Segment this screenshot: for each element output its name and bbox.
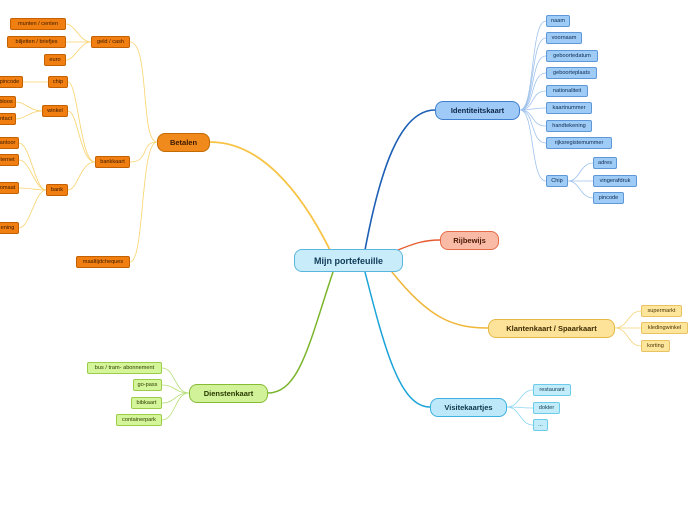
leaf-dokter[interactable]: dokter bbox=[533, 402, 560, 414]
leaf-ternet[interactable]: ternet bbox=[0, 154, 19, 166]
leaf-geld-cash[interactable]: geld / cash bbox=[91, 36, 130, 48]
leaf-bibkaart[interactable]: bibkaart bbox=[131, 397, 162, 409]
leaf-containerpark[interactable]: containerpark bbox=[116, 414, 162, 426]
leaf-adres[interactable]: adres bbox=[593, 157, 617, 169]
leaf-nationaliteit[interactable]: nationaliteit bbox=[546, 85, 588, 97]
leaf-ellipsis[interactable]: ... bbox=[533, 419, 548, 431]
leaf-kaartnummer[interactable]: kaartnummer bbox=[546, 102, 592, 114]
leaf-biljetten[interactable]: biljetten / briefjes bbox=[7, 36, 66, 48]
leaf-kledingwinkel[interactable]: kledingwinkel bbox=[641, 322, 688, 334]
leaf-bloos[interactable]: bloos bbox=[0, 96, 16, 108]
leaf-rijksregistemummer[interactable]: rijksregistemummer bbox=[546, 137, 612, 149]
leaf-pincode[interactable]: pincode bbox=[0, 76, 23, 88]
link-root-klanten bbox=[391, 271, 489, 329]
leaf-bus-tram[interactable]: bus / tram- abonnement bbox=[87, 362, 162, 374]
leaf-supermarkt[interactable]: supermarkt bbox=[641, 305, 682, 317]
leaf-chip-id[interactable]: Chip bbox=[546, 175, 568, 187]
topic-rijbewijs[interactable]: Rijbewijs bbox=[440, 231, 499, 250]
leaf-chip[interactable]: chip bbox=[48, 76, 68, 88]
link-root-diensten bbox=[267, 271, 334, 394]
leaf-vingerafdruk[interactable]: vingerafdruk bbox=[593, 175, 637, 187]
leaf-bankkaart[interactable]: bankkaart bbox=[95, 156, 130, 168]
topic-identiteitskaart[interactable]: Identiteitskaart bbox=[435, 101, 520, 120]
topic-klantenkaart[interactable]: Klantenkaart / Spaarkaart bbox=[488, 319, 615, 338]
leaf-bank[interactable]: bank bbox=[46, 184, 68, 196]
leaf-winkel[interactable]: winkel bbox=[42, 105, 68, 117]
leaf-antoor[interactable]: antoor bbox=[0, 137, 19, 149]
leaf-korting[interactable]: korting bbox=[641, 340, 670, 352]
leaf-ntact[interactable]: ntact bbox=[0, 113, 16, 125]
leaf-euro[interactable]: euro bbox=[44, 54, 66, 66]
leaf-omaat[interactable]: omaat bbox=[0, 182, 19, 194]
leaf-geboorteplaats[interactable]: geboorteplaats bbox=[546, 67, 597, 79]
leaf-restaurant[interactable]: restaurant bbox=[533, 384, 571, 396]
topic-betalen[interactable]: Betalen bbox=[157, 133, 210, 152]
leaf-geboortedatum[interactable]: geboortedatum bbox=[546, 50, 598, 62]
leaf-pincode-id[interactable]: pincode bbox=[593, 192, 624, 204]
topic-dienstenkaart[interactable]: Dienstenkaart bbox=[189, 384, 268, 403]
leaf-voornaam[interactable]: voornaam bbox=[546, 32, 582, 44]
leaf-ening[interactable]: ening bbox=[0, 222, 19, 234]
leaf-naam[interactable]: naam bbox=[546, 15, 570, 27]
topic-visitekaartjes[interactable]: Visitekaartjes bbox=[430, 398, 507, 417]
link-root-betalen bbox=[209, 141, 331, 251]
leaf-go-pass[interactable]: go-pass bbox=[133, 379, 162, 391]
leaf-maaltijdcheques[interactable]: maaltijdcheques bbox=[76, 256, 130, 268]
link-root-rijbewijs bbox=[397, 239, 441, 251]
leaf-handtekening[interactable]: handtekening bbox=[546, 120, 592, 132]
link-root-visite bbox=[364, 271, 431, 408]
leaf-munten[interactable]: munten / centen bbox=[10, 18, 66, 30]
root-topic[interactable]: Mijn portefeuille bbox=[294, 249, 403, 272]
link-root-identiteit bbox=[364, 109, 436, 251]
